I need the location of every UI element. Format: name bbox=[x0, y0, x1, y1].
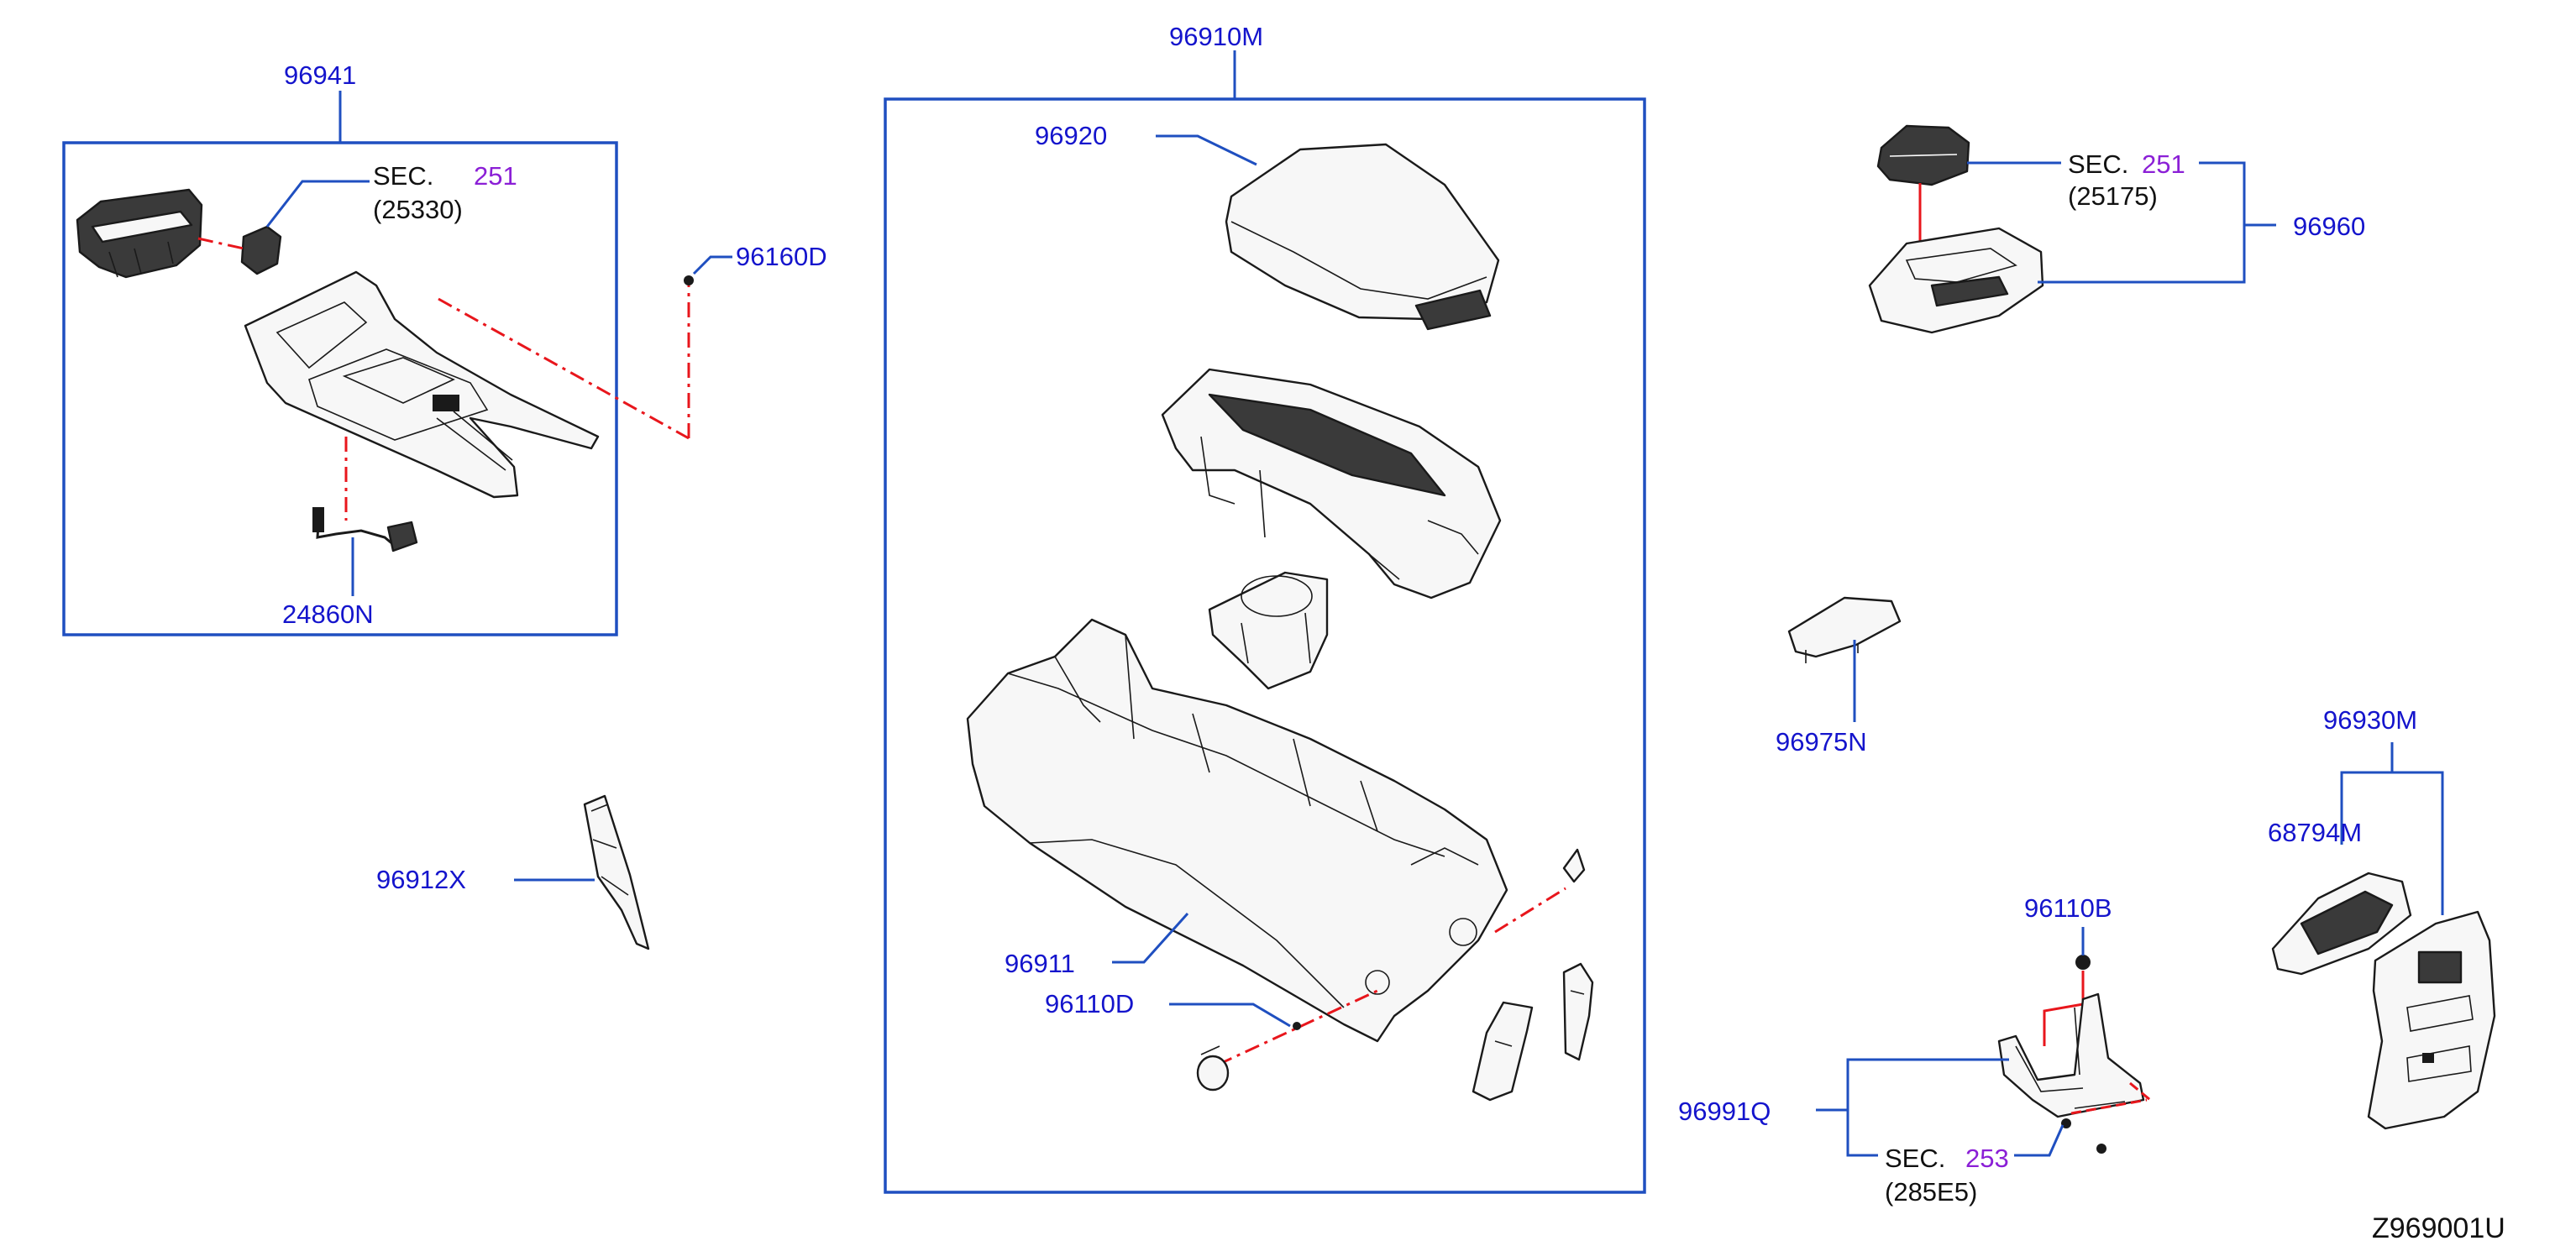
part-storage-box bbox=[1161, 368, 1502, 599]
label-96910M: 96910M bbox=[1169, 22, 1263, 51]
sec-ref-sub-3: (285E5) bbox=[1885, 1177, 1977, 1207]
part-clip bbox=[1196, 1045, 1230, 1092]
label-96911: 96911 bbox=[1005, 949, 1075, 978]
label-96920: 96920 bbox=[1035, 121, 1107, 150]
part-96975N bbox=[1787, 596, 1902, 722]
label-96160D: 96160D bbox=[736, 242, 827, 271]
part-vent-68794M bbox=[2271, 872, 2412, 976]
part-clip-2 bbox=[1562, 848, 1586, 883]
label-96941: 96941 bbox=[284, 60, 356, 90]
label-96930M: 96930M bbox=[2323, 705, 2417, 735]
group-96991Q bbox=[1816, 927, 2151, 1157]
part-console-body-96911 bbox=[966, 618, 1508, 1043]
part-96912X bbox=[514, 794, 650, 950]
part-rear-finisher-96930M bbox=[2367, 910, 2496, 1130]
part-bracket-1 bbox=[1472, 1001, 1534, 1102]
frame-96910M bbox=[884, 97, 1646, 1194]
part-switch-25175 bbox=[1876, 124, 1970, 186]
label-96960: 96960 bbox=[2293, 212, 2365, 241]
label-96991Q: 96991Q bbox=[1678, 1097, 1771, 1126]
sec-ref-label-1: SEC. bbox=[373, 161, 433, 191]
label-96110D: 96110D bbox=[1045, 989, 1134, 1018]
part-bracket-2 bbox=[1562, 962, 1594, 1061]
sec-ref-number-3: 253 bbox=[1965, 1144, 2009, 1173]
part-switch-module bbox=[76, 188, 203, 279]
part-console-finisher bbox=[244, 270, 600, 499]
group-96930M bbox=[2271, 742, 2496, 1130]
part-bezel-96960 bbox=[1868, 227, 2044, 334]
label-96912X: 96912X bbox=[376, 865, 466, 894]
label-24860N: 24860N bbox=[282, 599, 374, 629]
group-96910M bbox=[884, 50, 1646, 1194]
label-96975N: 96975N bbox=[1776, 727, 1867, 756]
part-harness-24860N bbox=[312, 507, 418, 552]
diagram-code: Z969001U bbox=[2372, 1212, 2505, 1244]
sec-ref-sub-2: (25175) bbox=[2068, 181, 2158, 211]
sec-ref-label-3: SEC. bbox=[1885, 1144, 1945, 1173]
sec-ref-number-2: 251 bbox=[2142, 149, 2185, 179]
label-96110B: 96110B bbox=[2024, 893, 2112, 923]
group-96941 bbox=[62, 91, 690, 636]
group-96960 bbox=[1868, 124, 2276, 334]
sec-ref-label-2: SEC. bbox=[2068, 149, 2128, 179]
part-bracket-96991Q bbox=[1997, 992, 2145, 1118]
sec-ref-sub-1: (25330) bbox=[373, 195, 463, 224]
part-screw-96160D bbox=[684, 255, 732, 285]
sec-ref-number-1: 251 bbox=[474, 161, 517, 191]
label-68794M: 68794M bbox=[2268, 818, 2362, 847]
part-knob-25330 bbox=[240, 225, 282, 275]
part-armrest-lid-96920 bbox=[1225, 143, 1500, 331]
part-cup-holder bbox=[1208, 571, 1329, 690]
